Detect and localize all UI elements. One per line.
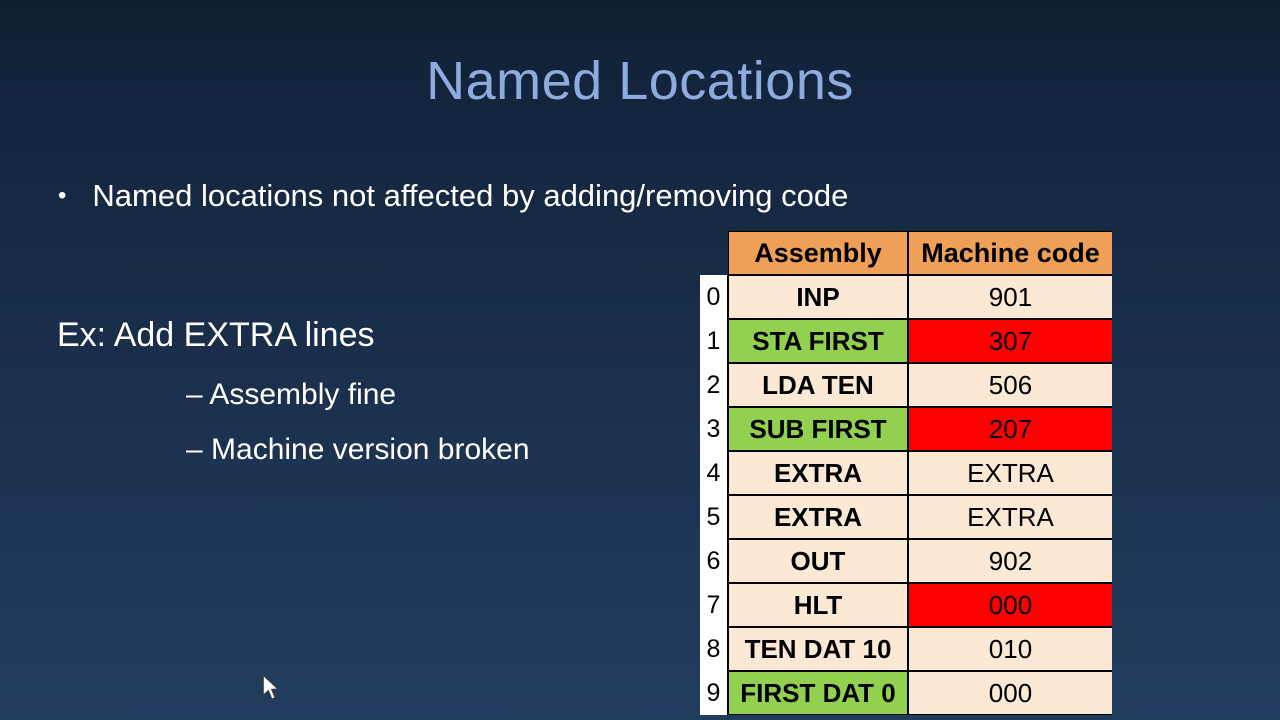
addr-cell: 8 [700,627,728,671]
bullet-marker: • [58,182,67,209]
addr-cell: 6 [700,539,728,583]
machine-code-cell: 000 [908,583,1112,627]
table-corner-spacer [700,231,728,275]
table-header-machine-code: Machine code [908,231,1112,275]
addr-cell: 9 [700,671,728,715]
machine-code-cell: 207 [908,407,1112,451]
machine-code-cell: EXTRA [908,451,1112,495]
bullet-text: Named locations not affected by adding/r… [92,178,849,213]
assembly-cell: EXTRA [728,451,908,495]
example-heading: Ex: Add EXTRA lines [57,316,375,354]
addr-cell: 3 [700,407,728,451]
assembly-cell: SUB FIRST [728,407,908,451]
addr-cell: 2 [700,363,728,407]
assembly-cell: STA FIRST [728,319,908,363]
assembly-cell: HLT [728,583,908,627]
machine-code-cell: 902 [908,539,1112,583]
machine-code-cell: 010 [908,627,1112,671]
assembly-cell: TEN DAT 10 [728,627,908,671]
sub-bullet-machine-broken: – Machine version broken [186,433,530,466]
bullet-line: • Named locations not affected by adding… [58,178,848,214]
addr-cell: 1 [700,319,728,363]
machine-code-cell: 307 [908,319,1112,363]
addr-cell: 5 [700,495,728,539]
addr-cell: 0 [700,275,728,319]
addr-cell: 4 [700,451,728,495]
table-header-assembly: Assembly [728,231,908,275]
assembly-cell: INP [728,275,908,319]
assembly-cell: OUT [728,539,908,583]
slide-title: Named Locations [426,51,854,111]
sub-bullet-assembly-fine: – Assembly fine [186,378,397,411]
assembly-cell: FIRST DAT 0 [728,671,908,715]
addr-cell: 7 [700,583,728,627]
machine-code-cell: EXTRA [908,495,1112,539]
machine-code-cell: 901 [908,275,1112,319]
memory-table: Assembly Machine code 0 INP 901 1 STA FI… [700,231,1112,715]
assembly-cell: LDA TEN [728,363,908,407]
machine-code-cell: 506 [908,363,1112,407]
mouse-cursor-icon [262,675,279,700]
machine-code-cell: 000 [908,671,1112,715]
assembly-cell: EXTRA [728,495,908,539]
